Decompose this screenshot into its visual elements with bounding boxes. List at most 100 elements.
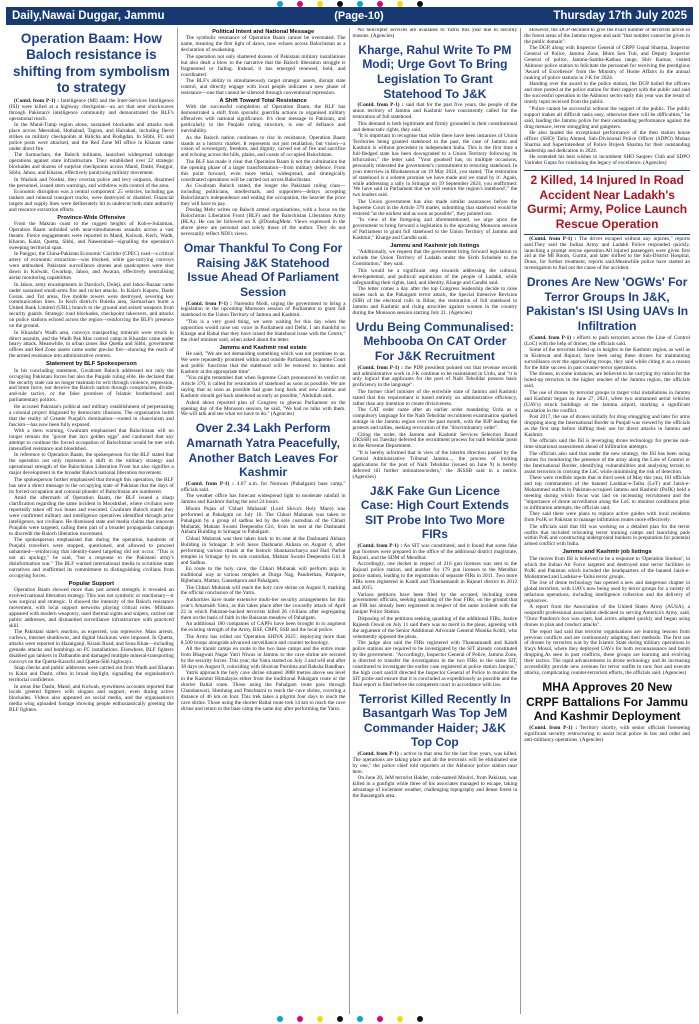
registration-marks-top — [0, 1, 699, 7]
registration-marks-bottom — [0, 1016, 699, 1022]
paragraph: (Contd. from P-1) : Intelligence (MI) an… — [9, 97, 174, 122]
registration-dot — [376, 1016, 383, 1022]
paragraph: He accused Pakistan's political and mili… — [9, 403, 174, 428]
paragraph: The rise of drone technology has opened … — [524, 580, 690, 604]
subheading: Political Intent and National Message — [212, 29, 315, 35]
article-body-yatra: (Contd. from P-1) : 4.07 a.m. for Nunwan… — [180, 481, 346, 713]
paragraph: "It is hereby informed that in view of t… — [352, 449, 518, 480]
paragraph: In his concluding statement, Gwahram Bal… — [9, 367, 174, 404]
article-body-baam-part1: (Contd. from P-1) : Intelligence (MI) an… — [9, 97, 174, 714]
column-3: No helicopter services are available to … — [350, 28, 522, 1014]
paragraph: An additional 180 companies of CAPFs hav… — [180, 621, 346, 634]
column-4: However, the DGP declined to give the ex… — [521, 28, 693, 1014]
paragraph: The BLF's ability to simultaneously targ… — [180, 78, 346, 96]
paragraph: The Chhari Mubarak will reach the holy c… — [180, 584, 346, 597]
paragraph: "In view of the foregoing and aforementi… — [352, 217, 518, 241]
paragraph: (Contd. from P-1) : the PDP president po… — [352, 364, 518, 389]
registration-dot — [336, 1, 343, 7]
registration-dot — [356, 1016, 363, 1022]
paragraph: Citing the order, the Jammu and Kashmir … — [352, 431, 518, 450]
subheading: Statement by BLF Spokesperson — [45, 361, 137, 368]
paragraph: The symbolic resonance of Operation Baam… — [180, 35, 346, 54]
article-body-urdu: (Contd. from P-1) : the PDP president po… — [352, 364, 518, 481]
article-body-crpf: (Contd. from P-1) : Territory shortly, w… — [524, 724, 690, 744]
paragraph: In Washuk and Noshki, they overran polic… — [9, 176, 174, 189]
paragraph: (Contd. from P-1) : An SIT was constitut… — [352, 543, 518, 561]
headline-crpf: MHA Approves 20 New CRPF Battalions For … — [526, 680, 689, 724]
headline-operation-baam: Operation Baam: How Baloch resistance is… — [12, 31, 170, 96]
paragraph: Snap checks and public addresses were ca… — [9, 665, 174, 684]
column-1: Operation Baam: How Baloch resistance is… — [6, 28, 178, 1014]
paragraph: The officials also said that under the n… — [524, 450, 690, 475]
paragraph: Asked about reported plan of Congress to… — [180, 399, 346, 418]
registration-dot — [356, 1, 363, 7]
paragraph: The moves from ISI is believed to be a r… — [524, 555, 690, 580]
subheading: Jammu and Kashmir job listings — [562, 549, 652, 556]
registration-dot — [276, 1016, 283, 1022]
paragraph: The drones, in some instances, are belie… — [524, 371, 690, 390]
page-columns: Operation Baam: How Baloch resistance is… — [6, 28, 693, 1014]
subheading: Province-Wide Offensive — [57, 214, 126, 221]
paragraph: In the Mand-Tump region alone, sustained… — [9, 122, 174, 152]
paragraph: The operation not only shattered dozens … — [180, 53, 346, 78]
paragraph: As Gwahram Baloch stated, the longer the… — [180, 183, 346, 207]
subheading: A Shift Toward Total Resistance — [219, 97, 307, 104]
paragraph: In areas like Dasht, Mand, and Kolwah, e… — [9, 683, 174, 714]
headline-terrorist-killed: Terrorist Killed Recently In Basantgarh … — [358, 691, 511, 750]
paragraph: (Contd. from P-1) : said that for the pa… — [352, 102, 518, 121]
paragraph: The report had said that terrorist organ… — [524, 628, 690, 677]
paragraph: (Contd. from P-1) : active in that area … — [352, 751, 518, 775]
paragraph: Post 2017, the use of drones initially f… — [524, 414, 690, 438]
paragraph: The spokesperson emphasised that during … — [9, 537, 174, 579]
paragraph: Chhari Mubarak was then taken back to it… — [180, 535, 346, 566]
registration-dot — [316, 1016, 323, 1022]
paragraph: Operation Baam showed more than just arm… — [9, 587, 174, 629]
headline-kharge: Kharge, Rahul Write To PM Modi; Urge Gov… — [358, 42, 512, 101]
paragraph: He also lauded the exceptional performan… — [524, 130, 690, 154]
paragraph: Handing over the award to the police sta… — [524, 81, 690, 106]
paragraph: However, the DGP declined to give the ex… — [524, 28, 690, 45]
headline-omar: Omar Thankful To Cong For Raising J&K St… — [183, 241, 343, 299]
paragraph: The officials said that ISI was working … — [524, 523, 690, 548]
registration-dot — [296, 1016, 303, 1022]
paragraph: Yatris approach the holy cave shrine sit… — [180, 670, 346, 712]
registration-dot — [276, 1, 283, 7]
paragraph: In Panjgur, the China-Pakistan Economic … — [9, 251, 174, 282]
paragraph: (Contd. from P-1) : The driver escaped w… — [524, 235, 690, 272]
headline-drones: Drones Are New 'OGWs' For Terror Groups … — [526, 275, 689, 334]
paragraph: All the transit camps en route to the tw… — [180, 646, 346, 670]
paragraph: (Contd. from P-1) : Territory shortly, w… — [524, 724, 690, 743]
paragraph: The Union government has also made simil… — [352, 198, 518, 217]
paragraph: From the Makran coast to the rugged heig… — [9, 221, 174, 251]
article-body-gun-licence: (Contd. from P-1) : An SIT was constitut… — [352, 543, 518, 689]
article-body-ladakh: (Contd. from P-1) : The driver escaped w… — [524, 235, 690, 273]
paragraph: (Contd. from P-1) : Narendra Modi, urgin… — [180, 300, 346, 319]
paragraph: The DGP, along with Inspector General of… — [524, 45, 690, 81]
article-body-dgp: However, the DGP declined to give the ex… — [524, 28, 690, 167]
paragraph: The letter comes a day after the top Con… — [352, 286, 518, 316]
paragraph: "It is important to recognise that while… — [352, 133, 518, 199]
paragraph: "Additionally, we request that the gover… — [352, 249, 518, 268]
paragraph: Amid the aftermath of Operation Baam, th… — [9, 495, 174, 537]
paragraph: This demand is both legitimate and firml… — [352, 120, 518, 133]
paragraph: The Sarmachars, the Baloch militants, la… — [9, 152, 174, 177]
paragraph: This would be a significant step towards… — [352, 267, 518, 286]
paragraph: The CAT order came after an earlier orde… — [352, 407, 518, 432]
paragraph: The weather office has forecast widespre… — [180, 493, 346, 506]
paragraph: Dosdag Mehr writes on Baloch armed organ… — [180, 207, 346, 238]
paragraph: Disposing of the petitions seeking quash… — [352, 615, 518, 640]
paragraph: They said there were plans to replace ac… — [524, 511, 690, 524]
registration-dot — [416, 1, 423, 7]
paragraph: He said, "We are not demanding something… — [180, 351, 346, 375]
paragraph: Authorities have made extensive multi-ti… — [180, 596, 346, 621]
paragraph: No helicopter services are available to … — [352, 28, 518, 39]
subheading: Jammu and Kashmir job listings — [390, 242, 480, 249]
registration-dot — [376, 1, 383, 7]
paper-name: Daily,Nawai Duggar, Jammu — [12, 10, 165, 22]
headline-ladakh-accident: 2 Killed, 14 Injured In Road Accident Ne… — [524, 170, 690, 235]
paragraph: A report from the Association of the Uni… — [524, 604, 690, 629]
paragraph: The use of drones by terrorist groups to… — [524, 389, 690, 414]
paragraph: The judge also said the FIRs registered … — [352, 640, 518, 688]
article-body-drones: (Contd. from P-1) : efforts to push terr… — [524, 335, 690, 677]
